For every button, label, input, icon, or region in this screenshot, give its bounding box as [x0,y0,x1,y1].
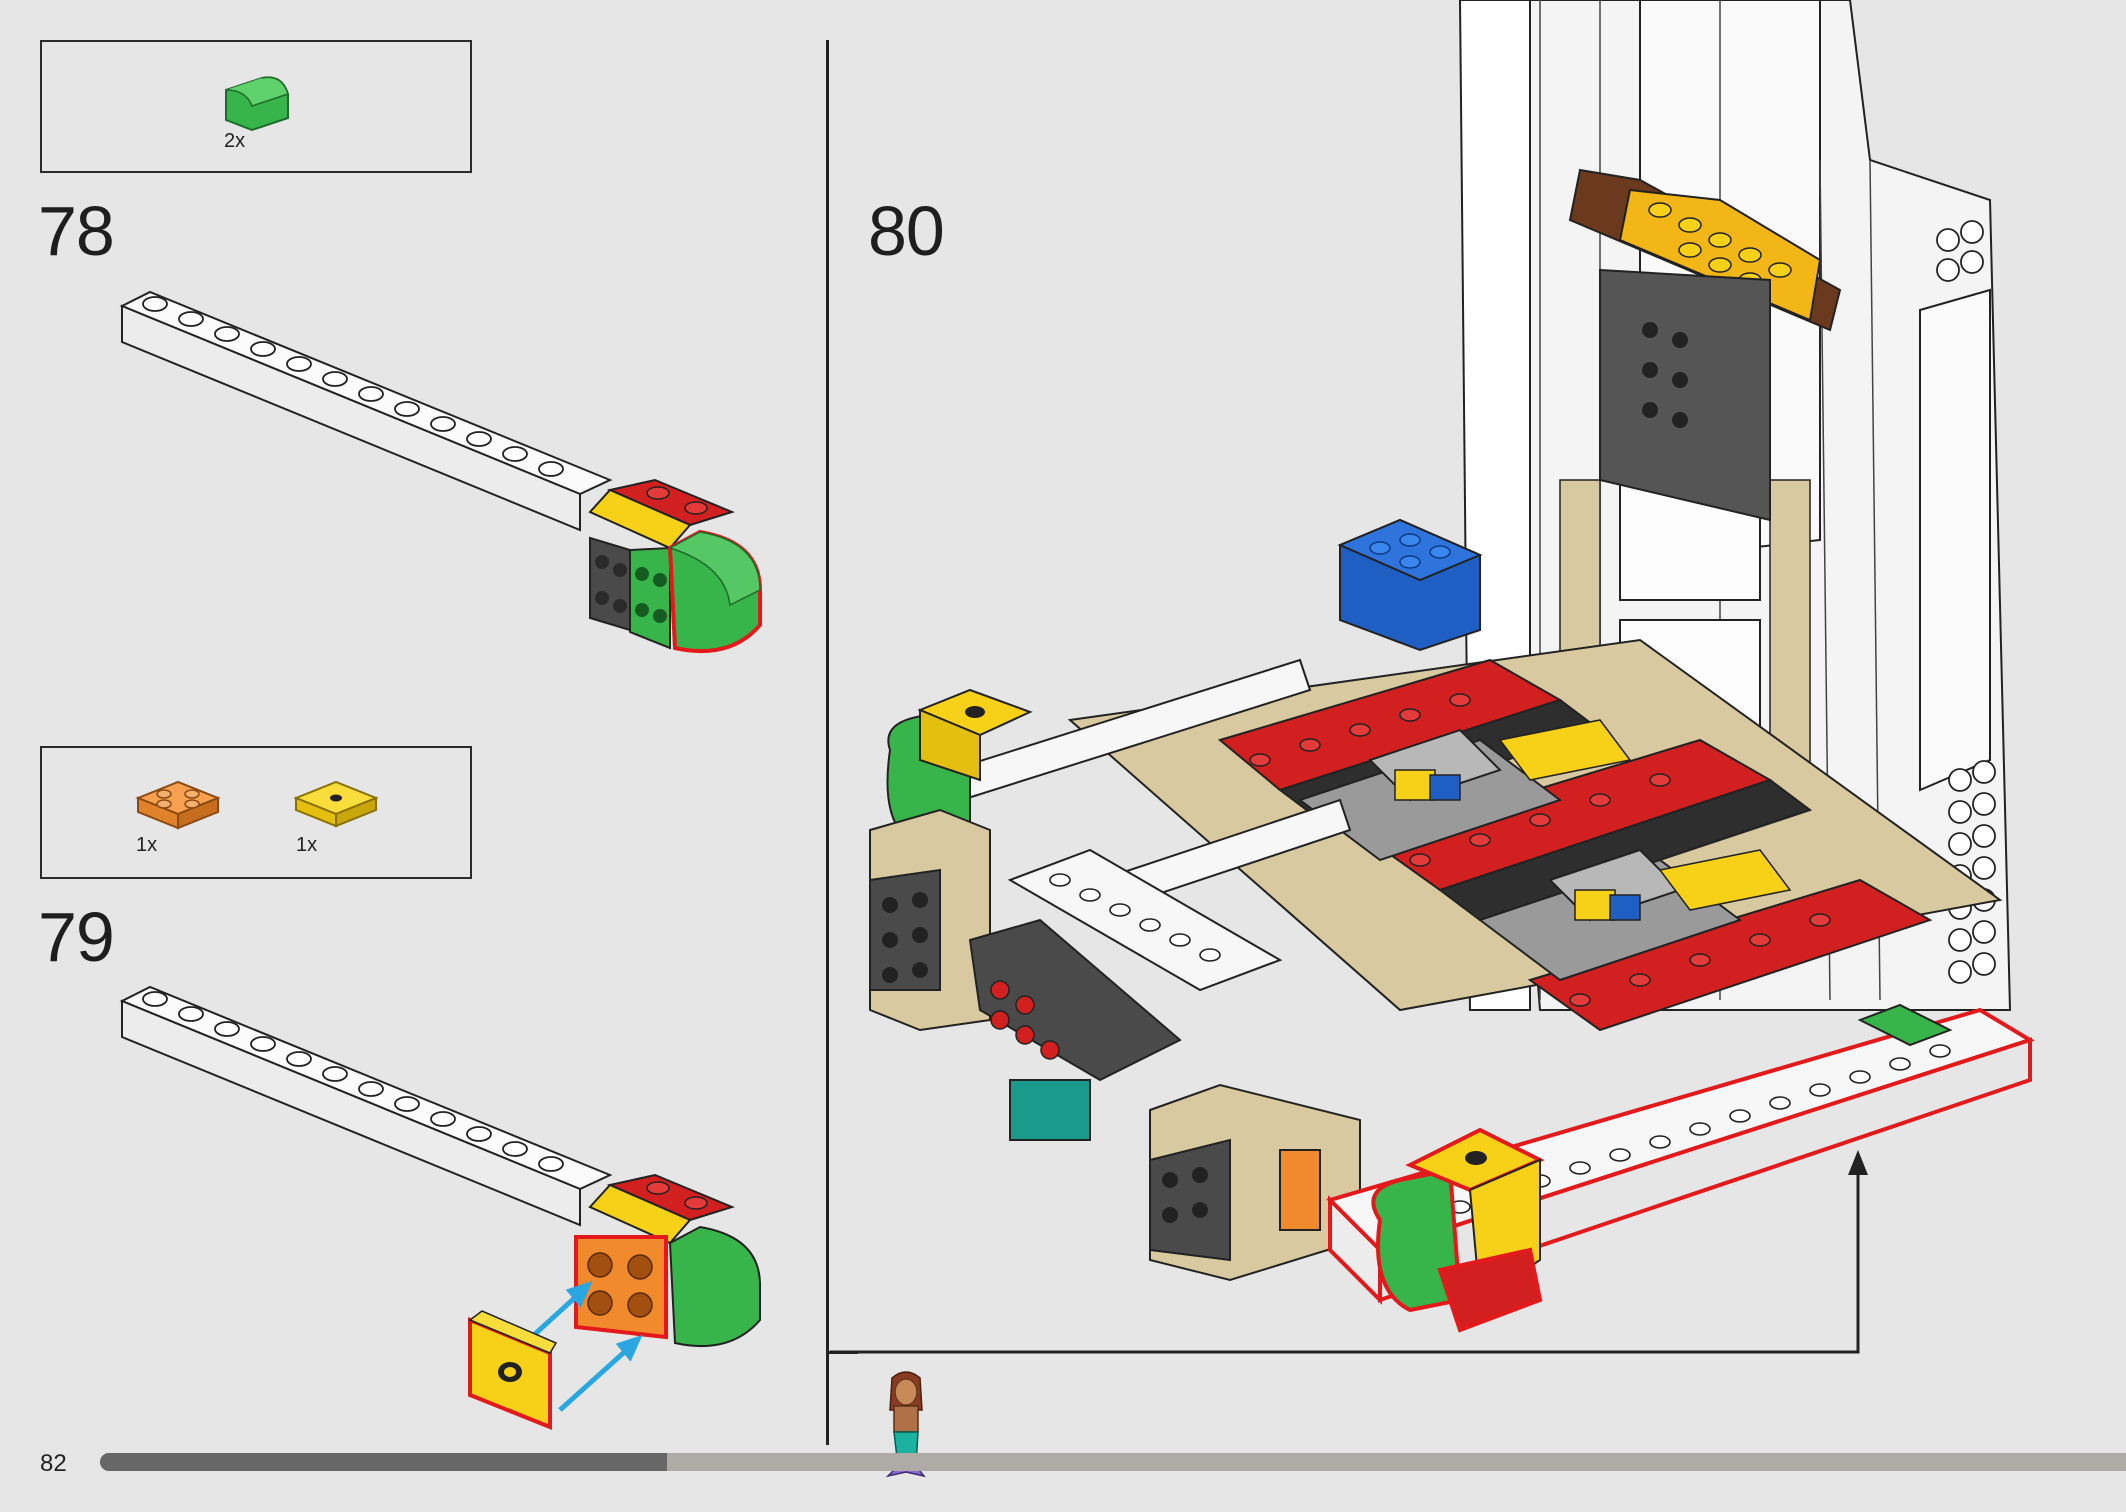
page-progress-fill [100,1453,668,1471]
parts-callout-step-78: 2x [40,40,472,173]
part-qty: 1x [296,834,318,856]
plate-2x2-icon [135,780,221,830]
part-qty: 2x [224,130,246,152]
step-80-assembly [830,0,2035,1354]
step-divider-vertical [826,40,829,1445]
parts-callout-step-79: 1x 1x [40,746,472,879]
tile-with-stud-icon [293,780,379,828]
part-qty: 1x [136,834,158,856]
step-number: 80 [868,192,945,270]
assembly-connector-line [828,1351,858,1354]
curved-slope-icon [225,76,289,132]
step-number: 79 [38,898,115,976]
page-number: 82 [40,1450,67,1477]
step-number: 78 [38,192,115,270]
page-progress-bar [100,1453,2126,1471]
step-78-assembly [119,290,762,653]
step-79-assembly [119,985,761,1430]
